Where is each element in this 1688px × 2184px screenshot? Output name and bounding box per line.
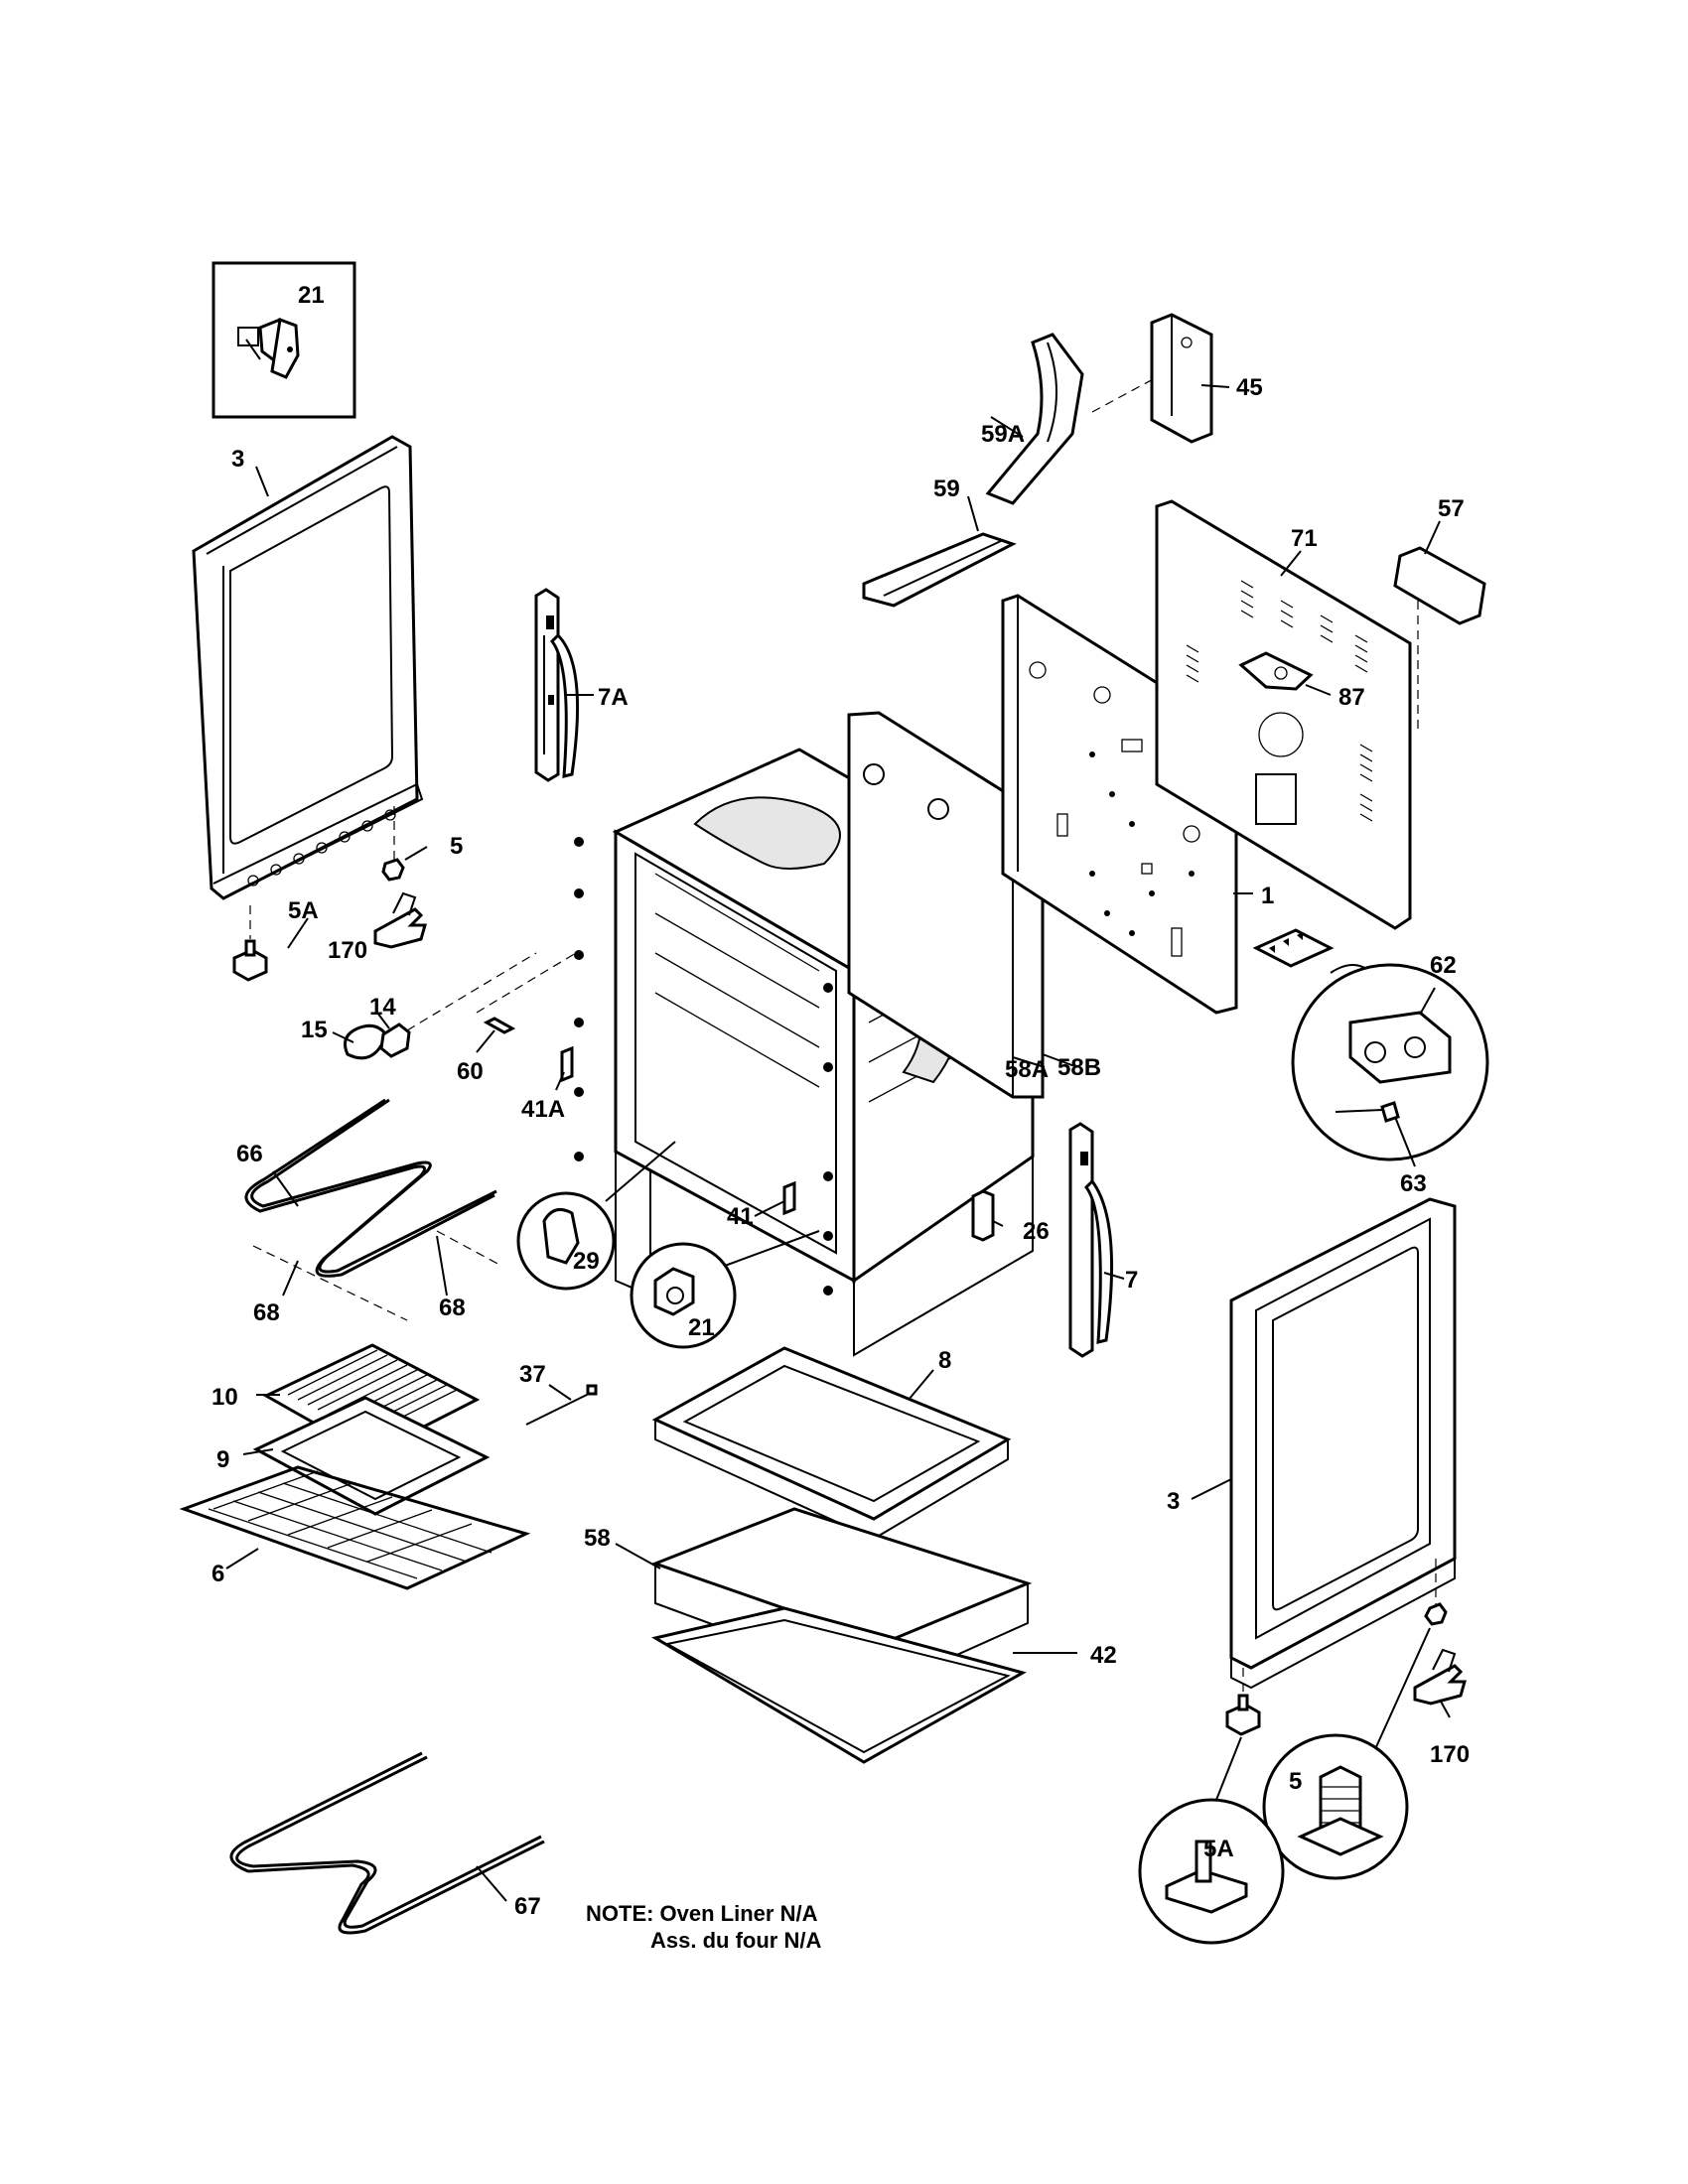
wires-68 [252, 1230, 502, 1321]
part-labels: 21 3 5 5A 170 14 15 60 7A 41A 66 68 68 2… [211, 282, 1470, 1920]
label-170-left: 170 [328, 937, 367, 964]
label-21-inset: 21 [298, 282, 325, 309]
label-58a: 58A [1005, 1056, 1049, 1083]
drawer-8 [651, 1346, 1012, 1541]
strike-26 [971, 1189, 995, 1242]
note: NOTE: Oven Liner N/A Ass. du four N/A [586, 1901, 821, 1953]
note-line-1: NOTE: Oven Liner N/A [586, 1901, 818, 1926]
label-59: 59 [933, 476, 960, 502]
clip-60 [476, 952, 577, 1034]
label-68-right: 68 [439, 1295, 466, 1321]
callout-62 [1291, 963, 1489, 1161]
oven-rack-6 [179, 1465, 531, 1590]
label-68-left: 68 [253, 1299, 280, 1326]
label-60: 60 [457, 1058, 484, 1085]
leveler-5a-right [1225, 1668, 1261, 1736]
label-14: 14 [369, 994, 396, 1021]
hinge-7a [534, 588, 580, 782]
bottom-panel-42 [651, 1606, 1027, 1764]
label-6: 6 [211, 1561, 224, 1587]
label-5-callout: 5 [1289, 1768, 1302, 1795]
clip-41a [560, 1045, 574, 1083]
label-62: 62 [1430, 952, 1457, 979]
label-8: 8 [938, 1347, 951, 1374]
label-5-left: 5 [450, 833, 463, 860]
element-67 [229, 1751, 545, 1935]
label-26: 26 [1023, 1218, 1050, 1245]
label-41a: 41A [521, 1096, 565, 1123]
note-line-2: Ass. du four N/A [650, 1928, 821, 1953]
wire-37 [525, 1384, 598, 1426]
label-42: 42 [1090, 1642, 1117, 1669]
plate-57 [1393, 546, 1486, 730]
label-57: 57 [1438, 495, 1465, 522]
back-panel-71 [1155, 499, 1412, 930]
element-66 [244, 1098, 497, 1278]
callout-5a [1138, 1736, 1285, 1945]
label-58b: 58B [1057, 1054, 1101, 1081]
label-29: 29 [573, 1248, 600, 1275]
label-37: 37 [519, 1361, 546, 1388]
label-7: 7 [1125, 1267, 1138, 1294]
socket-14 [379, 952, 537, 1058]
label-71: 71 [1291, 525, 1318, 552]
duct-59a [985, 333, 1084, 505]
bracket-170-right [1413, 1648, 1467, 1706]
side-panel-left [192, 435, 424, 900]
label-21-callout: 21 [688, 1314, 715, 1341]
label-170-right: 170 [1430, 1741, 1470, 1768]
label-3-right: 3 [1167, 1488, 1180, 1515]
bracket-170-left [373, 891, 427, 949]
label-3-left: 3 [231, 446, 244, 473]
label-7a: 7A [598, 684, 629, 711]
screw-5-right [1424, 1559, 1448, 1626]
insulation-58b [847, 711, 1045, 1099]
label-58: 58 [584, 1525, 611, 1552]
broiler-pan-9 [252, 1396, 491, 1516]
hinge-7 [1068, 1122, 1114, 1358]
label-87: 87 [1338, 684, 1365, 711]
label-5a-callout: 5A [1203, 1836, 1234, 1862]
clip-41 [782, 1180, 796, 1216]
leveler-5a-left [232, 905, 268, 982]
label-1: 1 [1261, 883, 1274, 909]
side-panel-right [1229, 1197, 1457, 1690]
label-59a: 59A [981, 421, 1025, 448]
duct-59 [862, 532, 1017, 608]
label-5a-left: 5A [288, 897, 319, 924]
label-41: 41 [727, 1203, 754, 1230]
label-10: 10 [211, 1384, 238, 1411]
screw-5-left [381, 806, 405, 882]
label-15: 15 [301, 1017, 328, 1043]
callout-29 [516, 1141, 676, 1291]
callout-5 [1262, 1627, 1431, 1880]
box-45 [1091, 313, 1213, 444]
callout-21 [630, 1230, 820, 1349]
label-66: 66 [236, 1141, 263, 1167]
inset-box-21 [211, 261, 356, 419]
label-45: 45 [1236, 374, 1263, 401]
label-9: 9 [216, 1446, 229, 1473]
label-67: 67 [514, 1893, 541, 1920]
label-63: 63 [1400, 1170, 1427, 1197]
leader-lines [225, 339, 1451, 1902]
